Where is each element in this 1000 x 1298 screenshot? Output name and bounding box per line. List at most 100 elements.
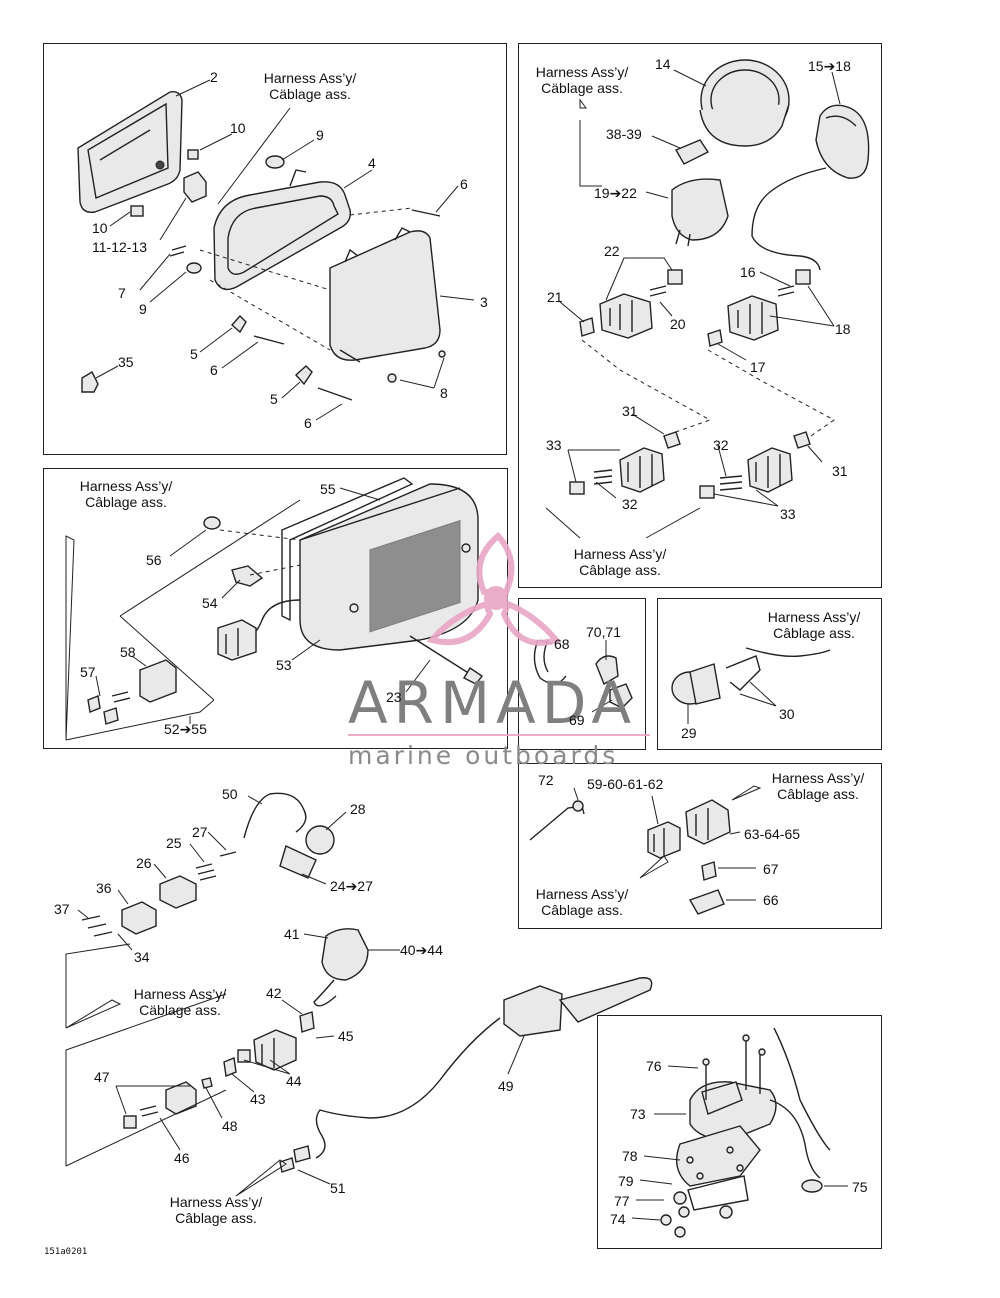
callout-23: 23	[386, 689, 402, 705]
callout-3: 3	[480, 294, 488, 310]
callout-2: 2	[210, 69, 218, 85]
callout-5-upper: 5	[190, 346, 198, 362]
callout-37: 37	[54, 901, 70, 917]
callout-29: 29	[681, 725, 697, 741]
switch-housing-parts	[631, 1027, 848, 1238]
callout-78: 78	[622, 1148, 638, 1164]
taillight-leaders	[65, 487, 431, 741]
callout-21: 21	[547, 289, 563, 305]
callout-74: 74	[610, 1211, 626, 1227]
gauge-bracket-part	[671, 139, 729, 247]
headlight-small-parts	[81, 149, 446, 401]
callout-11-12-13: 11-12-13	[92, 239, 148, 255]
clamp-parts	[533, 639, 633, 713]
callout-33-left: 33	[546, 437, 562, 453]
callout-26: 26	[136, 855, 152, 871]
callout-75: 75	[852, 1179, 868, 1195]
callout-19-22: 19➔22	[594, 185, 637, 201]
callout-59-62: 59-60-61-62	[587, 776, 664, 792]
gauge-leaders	[545, 69, 841, 539]
headlight-leaders	[95, 79, 475, 421]
callout-9-lower: 9	[139, 301, 147, 317]
callout-49: 49	[498, 1078, 514, 1094]
callout-16: 16	[740, 264, 756, 280]
callout-24-27: 24➔27	[330, 878, 373, 894]
callout-43: 43	[250, 1091, 266, 1107]
connector-parts	[529, 785, 762, 915]
callout-32-right: 32	[713, 437, 729, 453]
callout-44: 44	[286, 1073, 302, 1089]
indicator-panel	[657, 598, 882, 750]
callout-77: 77	[614, 1193, 630, 1209]
harness-label-indicator: Harness Ass’y/Câblage ass.	[767, 609, 861, 641]
callout-53: 53	[276, 657, 292, 673]
taillight-wiring	[87, 516, 484, 725]
indicator-light-part	[671, 647, 831, 724]
watermark-brand-name: ARMADA	[348, 669, 638, 737]
speedometer-part	[699, 59, 790, 147]
connector-panel	[518, 763, 882, 929]
callout-72: 72	[538, 772, 554, 788]
callout-66: 66	[763, 892, 779, 908]
harness-label-gauges-lower: Harness Ass’y/Câblage ass.	[573, 546, 667, 578]
callout-6-lower: 6	[304, 415, 312, 431]
callout-40-44: 40➔44	[400, 942, 443, 958]
callout-55: 55	[320, 481, 336, 497]
brake-lever-part	[279, 977, 653, 1173]
watermark-tagline: marine outboards	[348, 741, 619, 770]
callout-63-65: 63-64-65	[744, 826, 801, 842]
gauge-wiring	[751, 167, 827, 271]
callout-38-39: 38-39	[606, 126, 642, 142]
callout-68: 68	[554, 636, 570, 652]
callout-27: 27	[192, 824, 208, 840]
callout-48: 48	[222, 1118, 238, 1134]
callout-70-71: 70,71	[586, 624, 622, 640]
headlight-bezel-part	[213, 169, 351, 291]
callout-31-left: 31	[622, 403, 638, 419]
callout-33-right: 33	[780, 506, 796, 522]
callout-79: 79	[618, 1173, 634, 1189]
callout-67: 67	[763, 861, 779, 877]
taillight-part	[281, 477, 479, 651]
callout-25: 25	[166, 835, 182, 851]
callout-35: 35	[118, 354, 134, 370]
callout-36: 36	[96, 880, 112, 896]
headlight-lens-part	[77, 90, 183, 213]
callout-47: 47	[94, 1069, 110, 1085]
lower-left-leaders	[65, 795, 525, 1197]
callout-54: 54	[202, 595, 218, 611]
callout-28: 28	[350, 801, 366, 817]
callout-50: 50	[222, 786, 238, 802]
callout-52-55: 52➔55	[164, 721, 207, 737]
harness-label-switch: Harness Ass’y/Cäblage ass.	[133, 986, 227, 1018]
callout-17: 17	[750, 359, 766, 375]
harness-label-taillight: Harness Ass’y/Câblage ass.	[79, 478, 173, 510]
switch-housing-panel	[597, 1015, 882, 1249]
callout-34: 34	[134, 949, 150, 965]
harness-label-connector-lower: Harness Ass’y/Câblage ass.	[535, 886, 629, 918]
harness-label-headlight: Harness Ass’y/Cäblage ass.	[263, 70, 357, 102]
callout-41: 41	[284, 926, 300, 942]
headlight-housing-part	[329, 227, 441, 363]
harness-label-gauges: Harness Ass’y/Cäblage ass.	[535, 64, 629, 96]
callout-7: 7	[118, 285, 126, 301]
gauge-connectors	[569, 269, 811, 499]
callout-56: 56	[146, 552, 162, 568]
callout-4: 4	[368, 155, 376, 171]
callout-51: 51	[330, 1180, 346, 1196]
callout-5-lower: 5	[270, 391, 278, 407]
gauge-panel	[518, 43, 882, 588]
tachometer-part	[815, 104, 870, 179]
handlebar-switch-parts	[81, 792, 369, 1129]
callout-20: 20	[670, 316, 686, 332]
harness-label-brake: Harness Ass’y/Câblage ass.	[169, 1194, 263, 1226]
headlight-panel	[43, 43, 507, 455]
callout-6-upper: 6	[460, 176, 468, 192]
callout-30: 30	[779, 706, 795, 722]
callout-10-lower: 10	[92, 220, 108, 236]
callout-69: 69	[569, 712, 585, 728]
callout-57: 57	[80, 664, 96, 680]
callout-10-upper: 10	[230, 120, 246, 136]
